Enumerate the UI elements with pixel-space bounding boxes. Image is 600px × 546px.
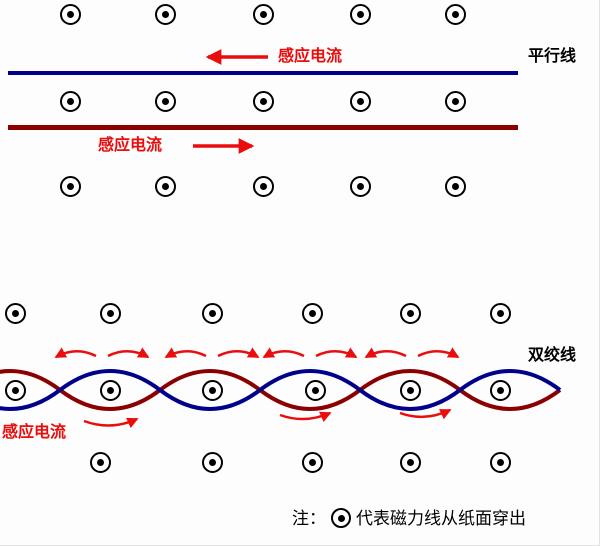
parallel-wire-red xyxy=(8,125,518,130)
flux-dot-icon xyxy=(349,90,371,112)
induced-current-label-twist: 感应电流 xyxy=(2,424,67,441)
flux-dot-icon xyxy=(99,302,121,324)
flux-dot-icon xyxy=(59,90,81,112)
flux-dot-icon xyxy=(349,3,371,25)
flux-dot-icon xyxy=(301,302,323,324)
flux-dot-icon xyxy=(201,379,223,401)
flux-dot-icon xyxy=(489,451,511,473)
induced-current-label-top: 感应电流 xyxy=(278,48,343,65)
flux-dot-icon xyxy=(154,175,176,197)
flux-dot-icon xyxy=(59,3,81,25)
flux-dot-icon xyxy=(59,175,81,197)
flux-dot-icon xyxy=(154,90,176,112)
flux-dot-icon xyxy=(252,3,274,25)
flux-dot-icon xyxy=(4,379,26,401)
flux-dot-icon xyxy=(444,90,466,112)
flux-dot-icon xyxy=(399,379,421,401)
flux-dot-icon xyxy=(252,175,274,197)
flux-dot-icon xyxy=(301,451,323,473)
flux-dot-icon xyxy=(399,451,421,473)
flux-dot-icon xyxy=(444,175,466,197)
note-text: 代表磁力线从纸面穿出 xyxy=(356,509,526,528)
note-prefix: 注： xyxy=(292,509,326,528)
flux-dot-icon xyxy=(201,302,223,324)
twist-current-arrows-bottom xyxy=(83,408,452,429)
legend-note: 注： 代表磁力线从纸面穿出 xyxy=(292,508,526,530)
flux-dot-icon xyxy=(444,3,466,25)
parallel-wire-blue xyxy=(8,71,518,75)
flux-dot-icon xyxy=(304,379,326,401)
flux-dot-icon xyxy=(99,379,121,401)
flux-dot-icon xyxy=(89,451,111,473)
twisted-pair-label: 双绞线 xyxy=(528,347,577,364)
flux-dot-icon xyxy=(4,302,26,324)
twisted-wire-blue xyxy=(0,369,562,411)
parallel-line-label: 平行线 xyxy=(528,48,577,65)
flux-dot-icon xyxy=(201,451,223,473)
flux-dot-icon xyxy=(252,90,274,112)
twisted-wire-red xyxy=(0,369,562,411)
flux-dot-icon xyxy=(489,302,511,324)
twist-current-arrows-top xyxy=(54,347,460,359)
induced-current-label-mid: 感应电流 xyxy=(98,137,163,154)
flux-dot-icon xyxy=(489,379,511,401)
flux-dot-icon xyxy=(154,3,176,25)
flux-dot-icon xyxy=(399,302,421,324)
flux-dot-icon xyxy=(349,175,371,197)
flux-dot-icon xyxy=(331,508,351,528)
